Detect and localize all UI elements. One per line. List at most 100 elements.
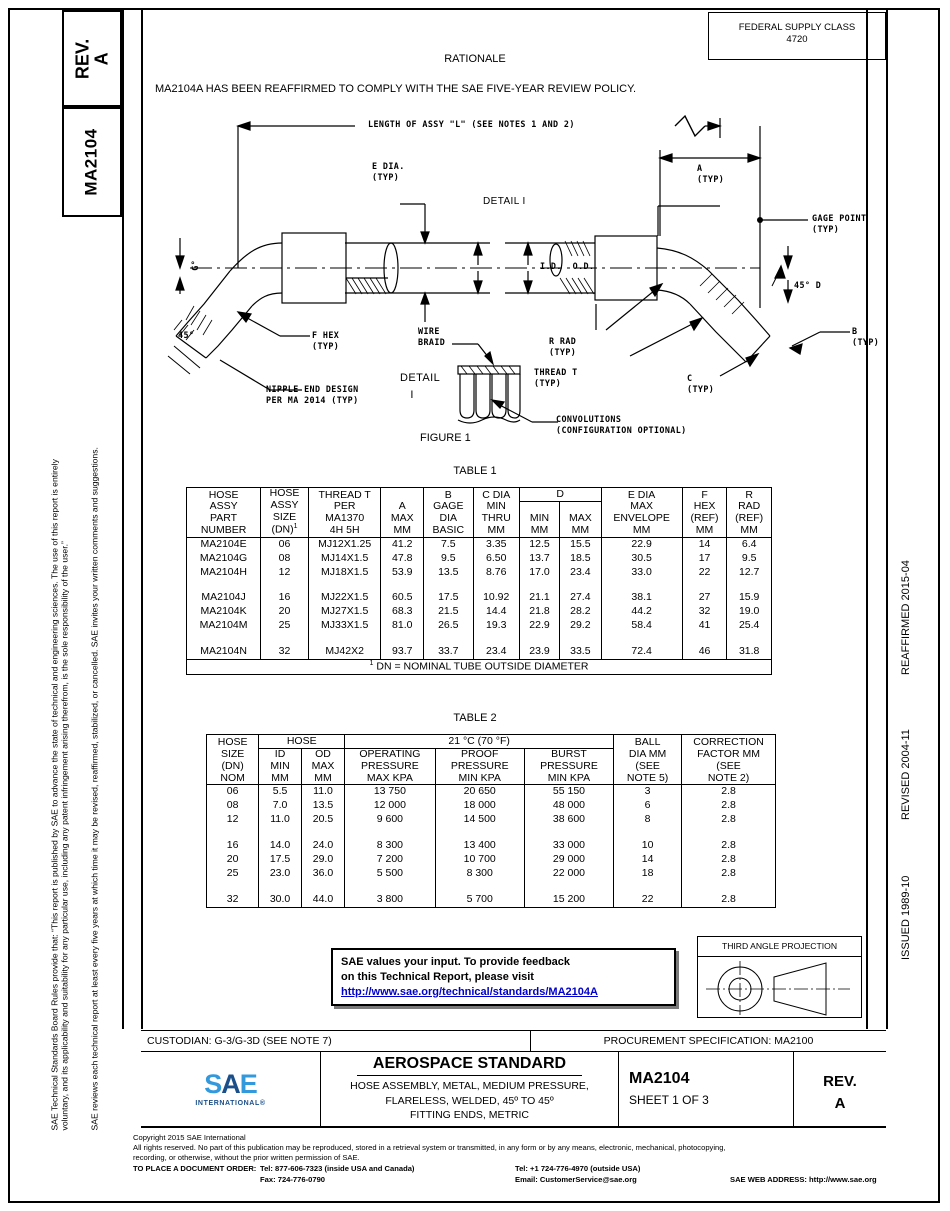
legal-notice-column: SAE Technical Standards Board Rules prov… bbox=[38, 250, 124, 1130]
table-cell: 58.4 bbox=[600, 619, 683, 634]
table-cell: MA2104J bbox=[185, 591, 262, 606]
label-g-deg: G° bbox=[190, 259, 201, 271]
table-gap-cell bbox=[726, 633, 772, 645]
table-cell: 9.5 bbox=[422, 551, 474, 566]
table-cell: 14 500 bbox=[434, 813, 525, 828]
th-e-dia-max-envelope: E DIA MAX ENVELOPE MM bbox=[600, 487, 683, 537]
table-cell: 27.4 bbox=[559, 591, 602, 606]
left-inner-rule-2 bbox=[141, 10, 143, 1029]
table-cell: 41 bbox=[681, 619, 728, 634]
title-block: SAE INTERNATIONAL® AEROSPACE STANDARD HO… bbox=[141, 1052, 886, 1128]
table-cell: 33 000 bbox=[523, 839, 615, 853]
table-cell: 28.2 bbox=[559, 605, 602, 620]
label-wire-braid: WIRE BRAID bbox=[418, 326, 446, 347]
table2-header-row-2: ID MIN MM OD MAX MM OPERATING PRESSURE M… bbox=[207, 747, 776, 786]
desc-line-2: FLARELESS, WELDED, 45º TO 45º bbox=[385, 1094, 554, 1107]
label-convolutions: CONVOLUTIONS (CONFIGURATION OPTIONAL) bbox=[556, 414, 687, 435]
table-gap-cell bbox=[600, 633, 683, 645]
third-angle-projection-box: THIRD ANGLE PROJECTION bbox=[697, 936, 862, 1018]
table-cell: 13 400 bbox=[434, 839, 525, 853]
table-cell: 13 750 bbox=[344, 784, 436, 800]
label-b-typ: B (TYP) bbox=[852, 326, 880, 347]
table-cell: 72.4 bbox=[600, 645, 683, 660]
order-row-2: Fax: 724-776-0790 Email: CustomerService… bbox=[133, 1175, 923, 1185]
table-gap-row bbox=[185, 579, 772, 592]
table-gap-cell bbox=[260, 579, 309, 592]
table-cell: 23.4 bbox=[559, 565, 602, 580]
table-cell: 33.7 bbox=[422, 645, 474, 660]
table-cell: 21.5 bbox=[422, 605, 474, 620]
table-gap-cell bbox=[726, 579, 772, 592]
issued-date: ISSUED 1989-10 bbox=[900, 875, 912, 960]
table-cell: 38.1 bbox=[600, 591, 683, 606]
table-cell: 55 150 bbox=[523, 784, 615, 800]
th-a-max: A MAX MM bbox=[380, 487, 424, 537]
rationale-title: RATIONALE bbox=[444, 53, 506, 65]
table-gap-cell bbox=[681, 633, 728, 645]
table-cell: 17.0 bbox=[518, 565, 561, 580]
table-cell: MA2104K bbox=[185, 605, 262, 620]
custodian-band: CUSTODIAN: G-3/G-3D (SEE NOTE 7) PROCURE… bbox=[141, 1030, 886, 1052]
table-cell: 20 bbox=[260, 605, 309, 620]
logo-subtitle: INTERNATIONAL® bbox=[195, 1100, 266, 1107]
table-gap-cell bbox=[258, 827, 302, 839]
th-b-gage-dia: B GAGE DIA BASIC bbox=[422, 487, 474, 537]
table-cell: 23.9 bbox=[518, 645, 561, 660]
table-cell: 7 200 bbox=[344, 853, 436, 867]
hose-assembly-diagram-svg bbox=[167, 114, 850, 424]
copyright-line-1: Copyright 2015 SAE International bbox=[133, 1133, 246, 1142]
order-label: TO PLACE A DOCUMENT ORDER: bbox=[133, 1164, 257, 1174]
table-gap-cell bbox=[559, 633, 602, 645]
label-f-hex: F HEX (TYP) bbox=[312, 330, 340, 351]
table-cell: 2.8 bbox=[681, 799, 776, 814]
table-cell: 6 bbox=[613, 799, 683, 814]
th-f-hex-ref: F HEX (REF) MM bbox=[681, 487, 728, 537]
table-cell: 9 600 bbox=[344, 813, 436, 828]
table-cell: 46 bbox=[681, 645, 728, 660]
label-detail-i-callout: DETAIL I bbox=[483, 196, 526, 207]
logo-letter-e: E bbox=[239, 1069, 258, 1099]
table-cell: 14.0 bbox=[258, 839, 302, 853]
table-gap-row bbox=[185, 633, 772, 645]
desc-line-1: HOSE ASSEMBLY, METAL, MEDIUM PRESSURE, bbox=[350, 1080, 589, 1092]
table-gap-cell bbox=[472, 633, 520, 645]
table-cell: 41.2 bbox=[380, 536, 424, 552]
sae-logo: SAE INTERNATIONAL® bbox=[141, 1052, 321, 1126]
order-label-spacer bbox=[133, 1175, 260, 1185]
table-cell: MA2104H bbox=[185, 565, 262, 580]
th-c-dia-min: C DIA MIN THRU MM bbox=[472, 487, 520, 537]
copyright-line-3: recording, or otherwise, without the pri… bbox=[133, 1153, 360, 1163]
th-hose-assy-part-number: HOSE ASSY PART NUMBER bbox=[185, 487, 262, 537]
table-cell: 15 200 bbox=[523, 892, 615, 908]
table-cell: 18 000 bbox=[434, 799, 525, 814]
feedback-url-link[interactable]: http://www.sae.org/technical/standards/M… bbox=[341, 985, 598, 998]
logo-letter-a: A bbox=[221, 1069, 240, 1099]
table-cell: 10.92 bbox=[472, 591, 520, 606]
table-gap-cell bbox=[681, 827, 776, 839]
table-gap-cell bbox=[523, 881, 615, 893]
table-gap-cell bbox=[518, 579, 561, 592]
revised-date: REVISED 2004-11 bbox=[900, 729, 912, 820]
table-cell: 19.3 bbox=[472, 619, 520, 634]
sheet-number: SHEET 1 OF 3 bbox=[629, 1093, 709, 1107]
table-cell: 2.8 bbox=[681, 813, 776, 828]
desc-line-3: FITTING ENDS, METRIC bbox=[410, 1109, 529, 1122]
doc-number-box: MA2104 bbox=[62, 107, 122, 217]
table2-header-row-1: HOSE SIZE (DN) NOM HOSE 21 °C (70 °F) BA… bbox=[205, 733, 776, 785]
table-cell: 93.7 bbox=[380, 645, 424, 660]
table-gap-cell bbox=[300, 881, 346, 893]
th2-proof-pressure: PROOF PRESSURE MIN KPA bbox=[434, 747, 525, 786]
table-cell: 5.5 bbox=[258, 784, 302, 800]
table-cell: 20.5 bbox=[300, 813, 346, 828]
feedback-line-1: SAE values your input. To provide feedba… bbox=[341, 956, 571, 968]
third-angle-projection-symbol bbox=[706, 961, 850, 1016]
table-cell: 15.5 bbox=[559, 536, 602, 552]
title-block-rev: REV. A bbox=[794, 1052, 886, 1126]
table-cell: 24.0 bbox=[300, 839, 346, 853]
fsc-value: 4720 bbox=[786, 33, 808, 45]
table-gap-cell bbox=[260, 633, 309, 645]
table-gap-cell bbox=[205, 881, 260, 893]
